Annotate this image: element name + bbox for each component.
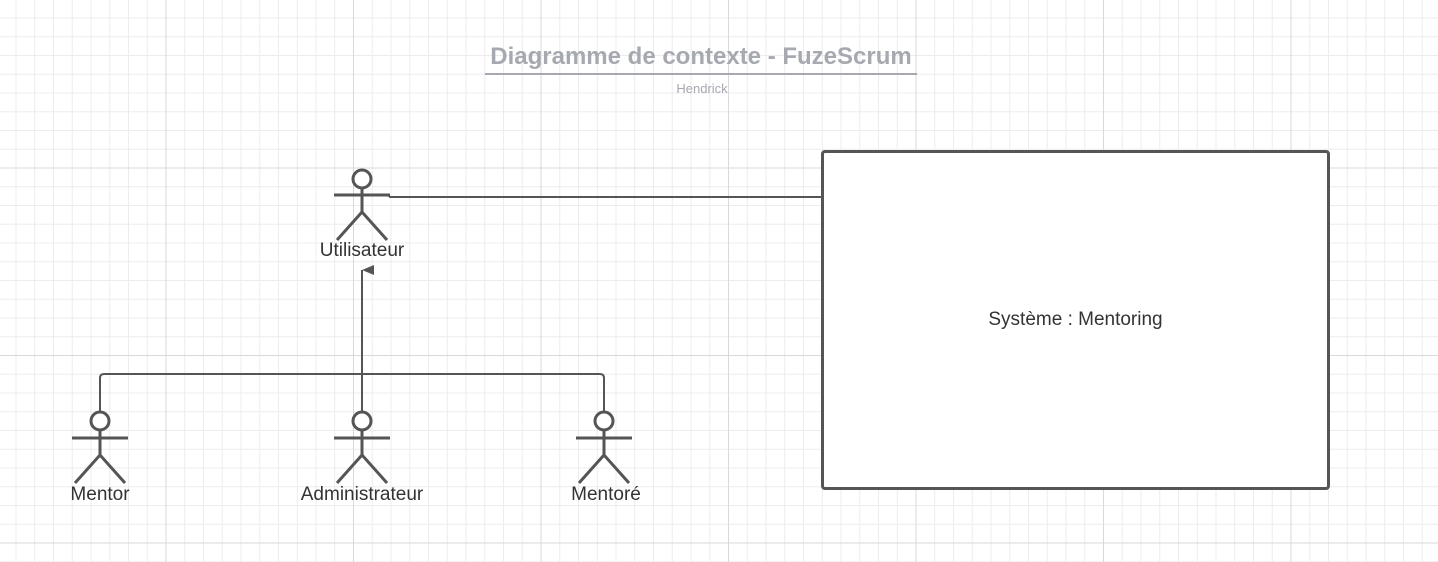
generalization-connector	[99, 265, 605, 412]
actor-administrateur-label: Administrateur	[300, 484, 424, 505]
diagram-subtitle: Hendrick	[676, 81, 728, 96]
actor-utilisateur-figure[interactable]	[334, 168, 390, 241]
actor-mentore-label: Mentoré	[571, 484, 641, 505]
actor-utilisateur-label: Utilisateur	[319, 240, 405, 261]
system-boundary-box[interactable]: Système : Mentoring	[821, 150, 1330, 490]
association-line	[387, 194, 821, 198]
actor-mentore-figure[interactable]	[576, 410, 632, 484]
actor-mentor-label: Mentor	[70, 484, 130, 505]
actor-mentor-figure[interactable]	[72, 410, 128, 484]
diagram-title: Diagramme de contexte - FuzeScrum	[485, 42, 917, 75]
system-label: Système : Mentoring	[988, 309, 1163, 330]
actor-administrateur-figure[interactable]	[334, 410, 390, 484]
